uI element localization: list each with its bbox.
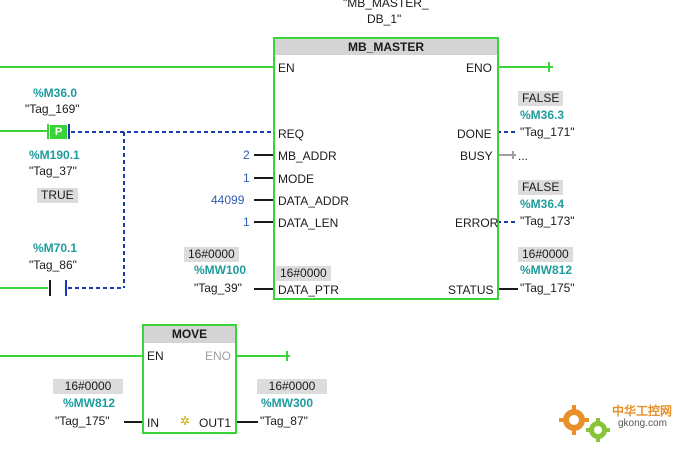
data-ptr-address[interactable]: %MW100 [194, 263, 247, 277]
status-address[interactable]: %MW812 [520, 263, 573, 277]
done-state: FALSE [518, 91, 564, 106]
done-tag[interactable]: "Tag_171" [520, 125, 575, 139]
move-in-value: 16#0000 [53, 379, 123, 394]
watermark-url: gkong.com [618, 418, 667, 429]
edge-memory-state: TRUE [37, 188, 78, 203]
p-contact-address[interactable]: %M36.0 [33, 86, 78, 100]
move-pin-out1: OUT1 [199, 416, 232, 430]
data-addr-value[interactable]: 44099 [211, 193, 245, 207]
data-ptr-tag[interactable]: "Tag_39" [194, 281, 242, 295]
mode-value[interactable]: 1 [243, 171, 250, 185]
move-asterisk-icon: ✲ [180, 414, 191, 428]
pin-req: REQ [278, 127, 305, 141]
move-block[interactable]: MOVE [142, 324, 237, 434]
status-value: 16#0000 [518, 247, 573, 262]
busy-tag[interactable]: ... [518, 149, 529, 163]
p-contact-symbol[interactable]: P [50, 125, 67, 139]
instance-db-name-line2[interactable]: DB_1" [367, 12, 402, 26]
move-pin-eno: ENO [205, 349, 232, 363]
pin-mb-addr: MB_ADDR [278, 149, 337, 163]
pin-data-addr: DATA_ADDR [278, 194, 349, 208]
status-tag[interactable]: "Tag_175" [520, 281, 575, 295]
p-contact-tag[interactable]: "Tag_169" [25, 102, 80, 116]
move-in-tag[interactable]: "Tag_175" [55, 414, 110, 428]
edge-memory-address[interactable]: %M190.1 [29, 148, 80, 162]
pin-error: ERROR [455, 216, 499, 230]
move-out-tag[interactable]: "Tag_87" [260, 414, 308, 428]
pin-status: STATUS [448, 283, 494, 297]
mb-master-block[interactable]: MB_MASTER [273, 37, 499, 300]
error-address[interactable]: %M36.4 [520, 197, 565, 211]
move-in-address[interactable]: %MW812 [63, 396, 116, 410]
pin-eno: ENO [466, 61, 493, 75]
gear-icon [559, 405, 610, 442]
done-address[interactable]: %M36.3 [520, 108, 565, 122]
pin-data-len: DATA_LEN [278, 216, 339, 230]
data-ptr-value: 16#0000 [184, 247, 239, 262]
no-contact-address[interactable]: %M70.1 [33, 241, 78, 255]
move-title: MOVE [144, 326, 235, 343]
pin-busy: BUSY [460, 149, 493, 163]
error-state: FALSE [518, 180, 564, 195]
watermark-text: 中华工控网 [612, 404, 673, 418]
move-out-address[interactable]: %MW300 [261, 396, 314, 410]
pin-en: EN [278, 61, 295, 75]
move-out-value: 16#0000 [257, 379, 327, 394]
move-pin-en: EN [147, 349, 164, 363]
pin-mode: MODE [278, 172, 314, 186]
move-pin-in: IN [147, 416, 159, 430]
error-tag[interactable]: "Tag_173" [520, 214, 575, 228]
data-ptr-live-value: 16#0000 [276, 266, 331, 281]
no-contact-tag[interactable]: "Tag_86" [29, 258, 77, 272]
mb-master-title: MB_MASTER [275, 39, 497, 55]
mb-addr-value[interactable]: 2 [243, 148, 250, 162]
edge-memory-tag[interactable]: "Tag_37" [29, 164, 77, 178]
pin-data-ptr: DATA_PTR [278, 283, 339, 297]
instance-db-name-line1[interactable]: "MB_MASTER_ [343, 0, 429, 10]
data-len-value[interactable]: 1 [243, 215, 250, 229]
pin-done: DONE [457, 127, 492, 141]
